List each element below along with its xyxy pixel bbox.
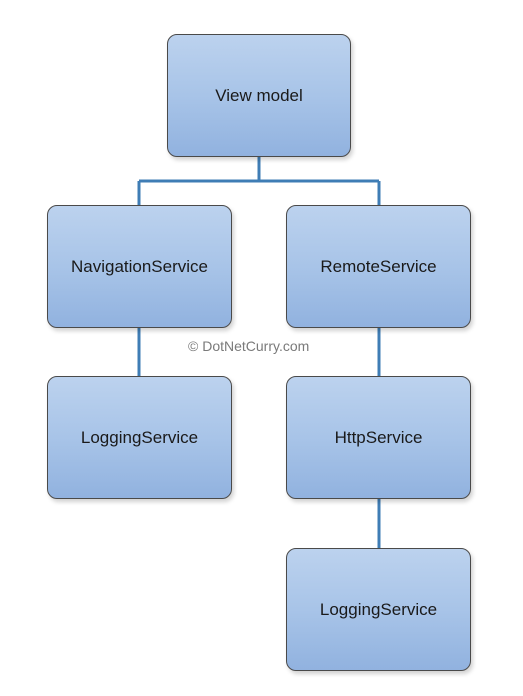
node-http-service-label: HttpService [334,427,423,447]
node-logging-service-left: LoggingService [47,376,232,499]
node-navigation-service-label: NavigationService [70,256,208,276]
node-view-model-label: View model [215,85,303,105]
node-remote-service: RemoteService [286,205,471,328]
node-logging-service-bottom-label: LoggingService [319,599,438,619]
node-remote-service-label: RemoteService [320,256,437,276]
watermark: © DotNetCurry.com [188,338,310,354]
node-logging-service-bottom: LoggingService [286,548,471,671]
node-view-model: View model [167,34,351,157]
node-http-service: HttpService [286,376,471,499]
node-logging-service-left-label: LoggingService [80,427,199,447]
node-navigation-service: NavigationService [47,205,232,328]
